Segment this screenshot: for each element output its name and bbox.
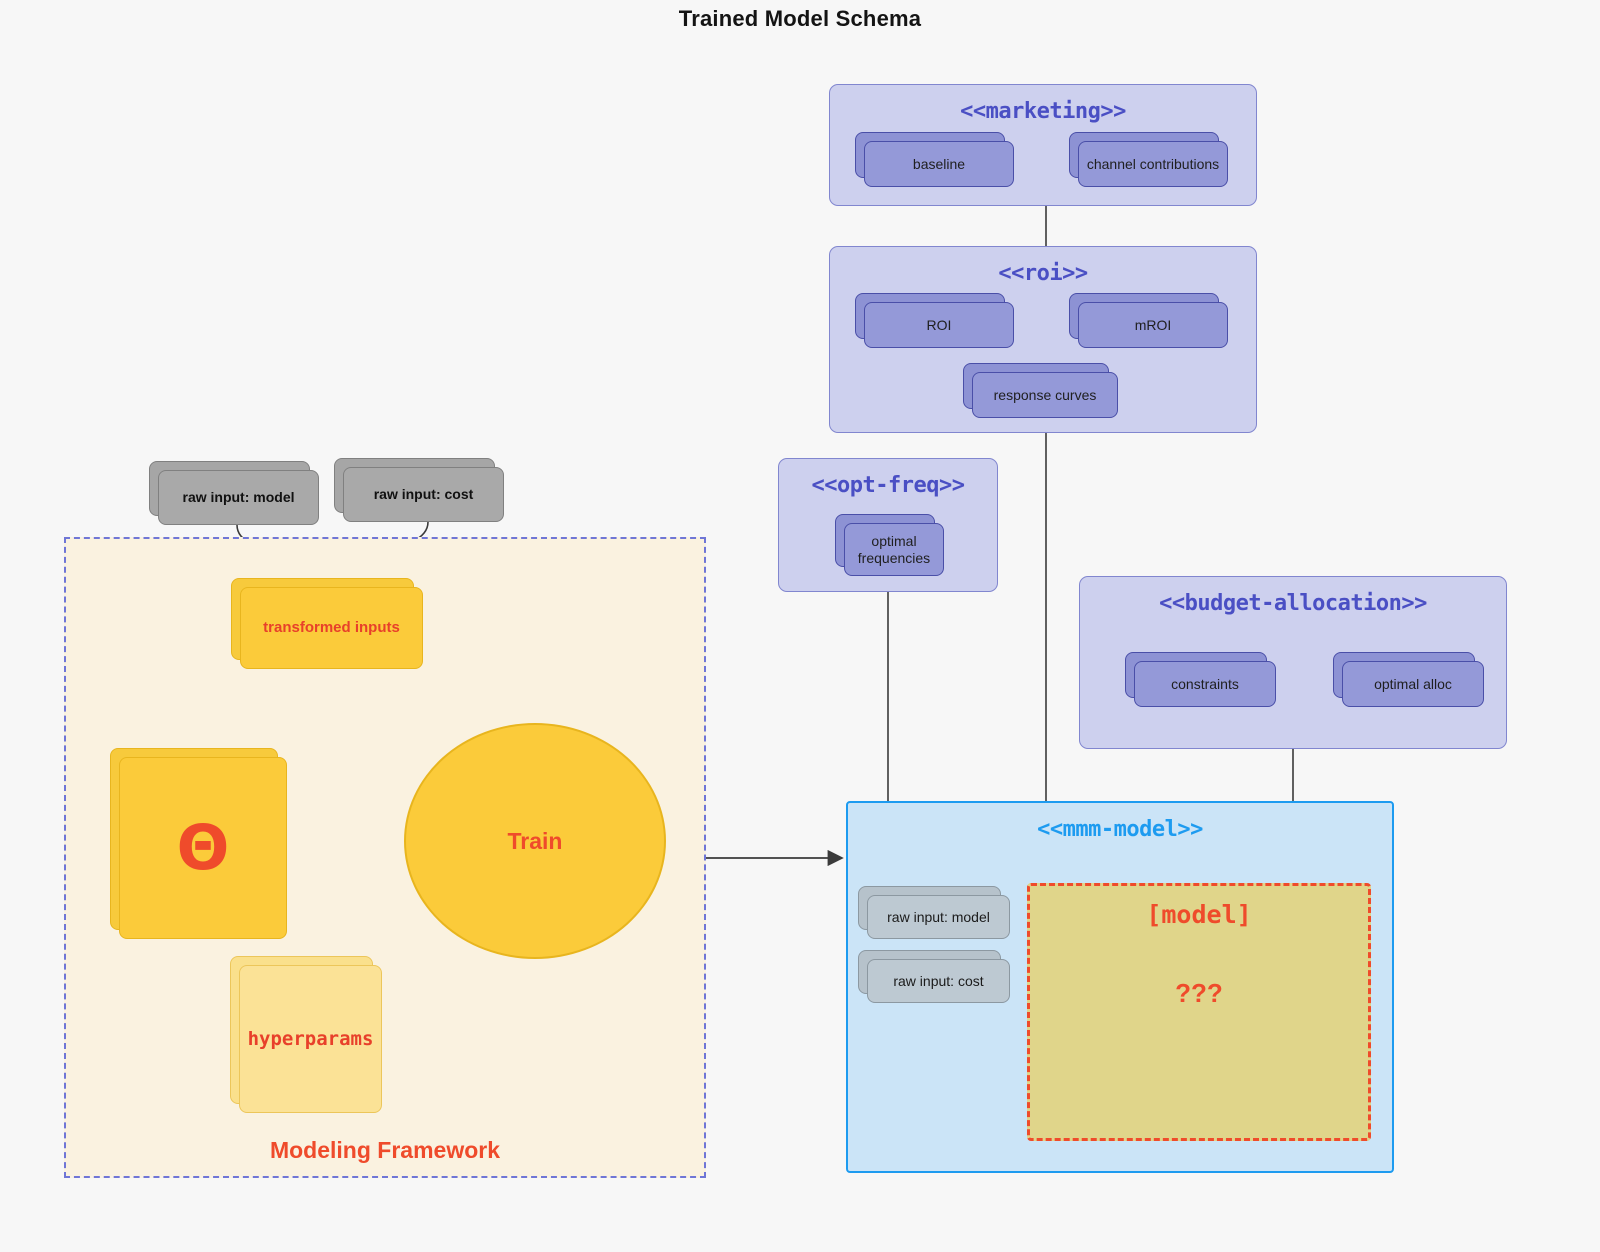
- model-placeholder-unknown: ???: [1175, 978, 1223, 1008]
- node-channel-contributions-label: channel contributions: [1078, 141, 1228, 187]
- node-mmm-raw-input-model[interactable]: raw input: model: [858, 886, 1010, 939]
- node-channel-contributions[interactable]: channel contributions: [1069, 132, 1228, 187]
- node-mmm-raw-input-cost-label: raw input: cost: [867, 959, 1010, 1003]
- train-process-label: Train: [507, 827, 563, 854]
- node-mmm-raw-input-cost[interactable]: raw input: cost: [858, 950, 1010, 1003]
- node-optimal-alloc[interactable]: optimal alloc: [1333, 652, 1484, 707]
- node-roi[interactable]: ROI: [855, 293, 1014, 348]
- node-raw-input-model-label: raw input: model: [158, 470, 319, 525]
- node-optimal-frequencies[interactable]: optimal frequencies: [835, 514, 944, 576]
- node-theta[interactable]: Θ: [110, 748, 287, 939]
- node-raw-input-cost[interactable]: raw input: cost: [334, 458, 504, 522]
- node-mroi[interactable]: mROI: [1069, 293, 1228, 348]
- package-roi-title: <<roi>>: [998, 261, 1088, 286]
- node-hyperparams[interactable]: hyperparams: [230, 956, 382, 1113]
- node-transformed-inputs[interactable]: transformed inputs: [231, 578, 423, 669]
- node-transformed-inputs-label: transformed inputs: [240, 587, 423, 669]
- node-baseline-label: baseline: [864, 141, 1014, 187]
- package-opt-freq-title: <<opt-freq>>: [811, 473, 965, 498]
- node-mroi-label: mROI: [1078, 302, 1228, 348]
- model-placeholder-title: [model]: [1146, 900, 1252, 929]
- node-raw-input-cost-label: raw input: cost: [343, 467, 504, 522]
- model-placeholder-box[interactable]: [model] ???: [1027, 883, 1371, 1141]
- node-raw-input-model[interactable]: raw input: model: [149, 461, 319, 525]
- node-response-curves-label: response curves: [972, 372, 1118, 418]
- node-response-curves[interactable]: response curves: [963, 363, 1118, 418]
- node-constraints[interactable]: constraints: [1125, 652, 1276, 707]
- node-roi-label: ROI: [864, 302, 1014, 348]
- node-baseline[interactable]: baseline: [855, 132, 1014, 187]
- modeling-framework-label: Modeling Framework: [269, 1137, 501, 1163]
- package-mmm-model-title: <<mmm-model>>: [1037, 817, 1203, 842]
- package-marketing-title: <<marketing>>: [960, 99, 1126, 124]
- train-process-node[interactable]: Train: [404, 723, 666, 959]
- page-title: Trained Model Schema: [678, 6, 922, 31]
- node-optimal-frequencies-label: optimal frequencies: [844, 523, 944, 576]
- node-constraints-label: constraints: [1134, 661, 1276, 707]
- package-budget-allocation-title: <<budget-allocation>>: [1159, 591, 1427, 616]
- node-mmm-raw-input-model-label: raw input: model: [867, 895, 1010, 939]
- node-optimal-alloc-label: optimal alloc: [1342, 661, 1484, 707]
- node-theta-label: Θ: [119, 757, 287, 939]
- node-hyperparams-label: hyperparams: [239, 965, 382, 1113]
